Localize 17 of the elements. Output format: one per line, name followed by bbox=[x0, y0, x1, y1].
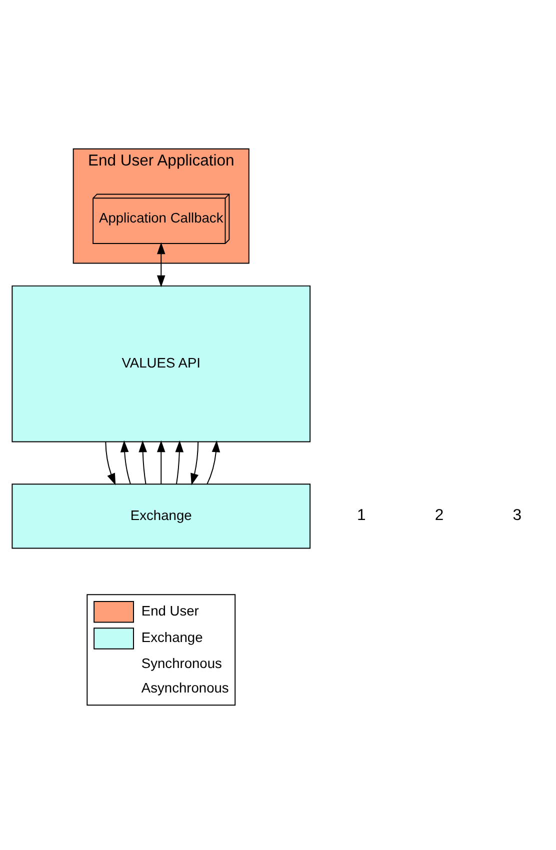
legend-label: End User bbox=[141, 604, 199, 619]
label: 1 bbox=[356, 506, 366, 524]
label: 2 bbox=[434, 506, 444, 524]
legend-label: Exchange bbox=[141, 630, 203, 646]
arrow bbox=[156, 242, 166, 288]
node-box: Exchange bbox=[12, 484, 311, 549]
arrow bbox=[138, 440, 147, 484]
arrow bbox=[105, 441, 116, 486]
arrow bbox=[206, 440, 220, 484]
arrow bbox=[156, 440, 166, 484]
node-box: VALUES API bbox=[12, 285, 311, 442]
arrow bbox=[120, 440, 131, 484]
arrow bbox=[190, 441, 199, 486]
label: 3 bbox=[512, 506, 522, 524]
legend-label: Asynchronous bbox=[141, 680, 229, 696]
legend-label: Synchronous bbox=[141, 656, 222, 671]
arrow bbox=[175, 440, 184, 484]
